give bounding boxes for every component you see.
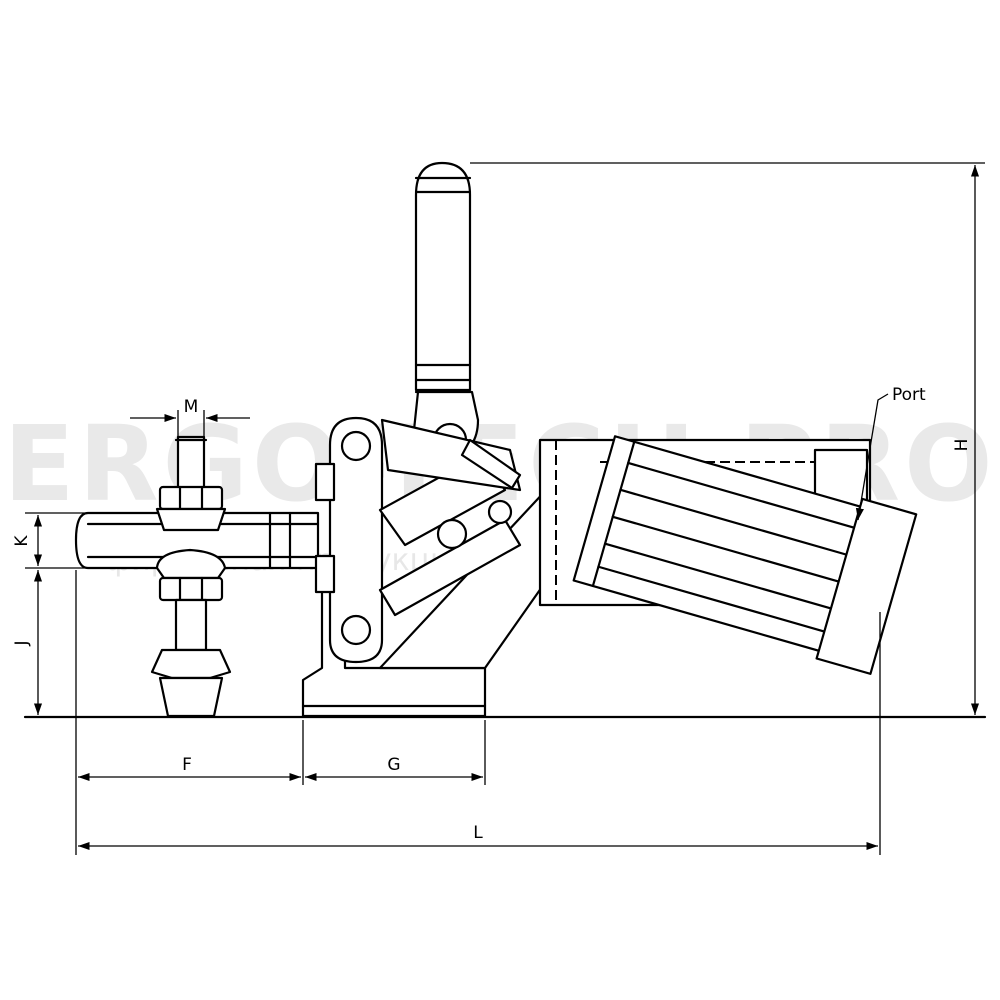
dimension-l: L xyxy=(78,612,881,855)
dim-k-label: K xyxy=(12,535,32,547)
dim-m-label: M xyxy=(184,397,199,417)
dimension-m: M xyxy=(130,397,250,437)
spindle-assembly xyxy=(150,435,232,718)
port-label: Port xyxy=(892,385,926,405)
port-callout: Port xyxy=(855,385,926,521)
dim-h-label: H xyxy=(952,439,972,452)
dim-g-label: G xyxy=(387,755,400,775)
dimension-k: K xyxy=(12,512,86,569)
dimension-f: F xyxy=(75,570,304,855)
dimension-g: G xyxy=(305,720,486,785)
linkage xyxy=(380,418,522,492)
dim-l-label: L xyxy=(473,823,483,843)
handle xyxy=(412,161,480,460)
pivot-body xyxy=(314,416,522,664)
pneumatic-cylinder xyxy=(538,435,918,675)
dimension-h: H xyxy=(470,162,985,715)
dim-j-label: J xyxy=(12,640,32,646)
dimension-j: J xyxy=(12,570,43,715)
dim-f-label: F xyxy=(182,755,192,775)
